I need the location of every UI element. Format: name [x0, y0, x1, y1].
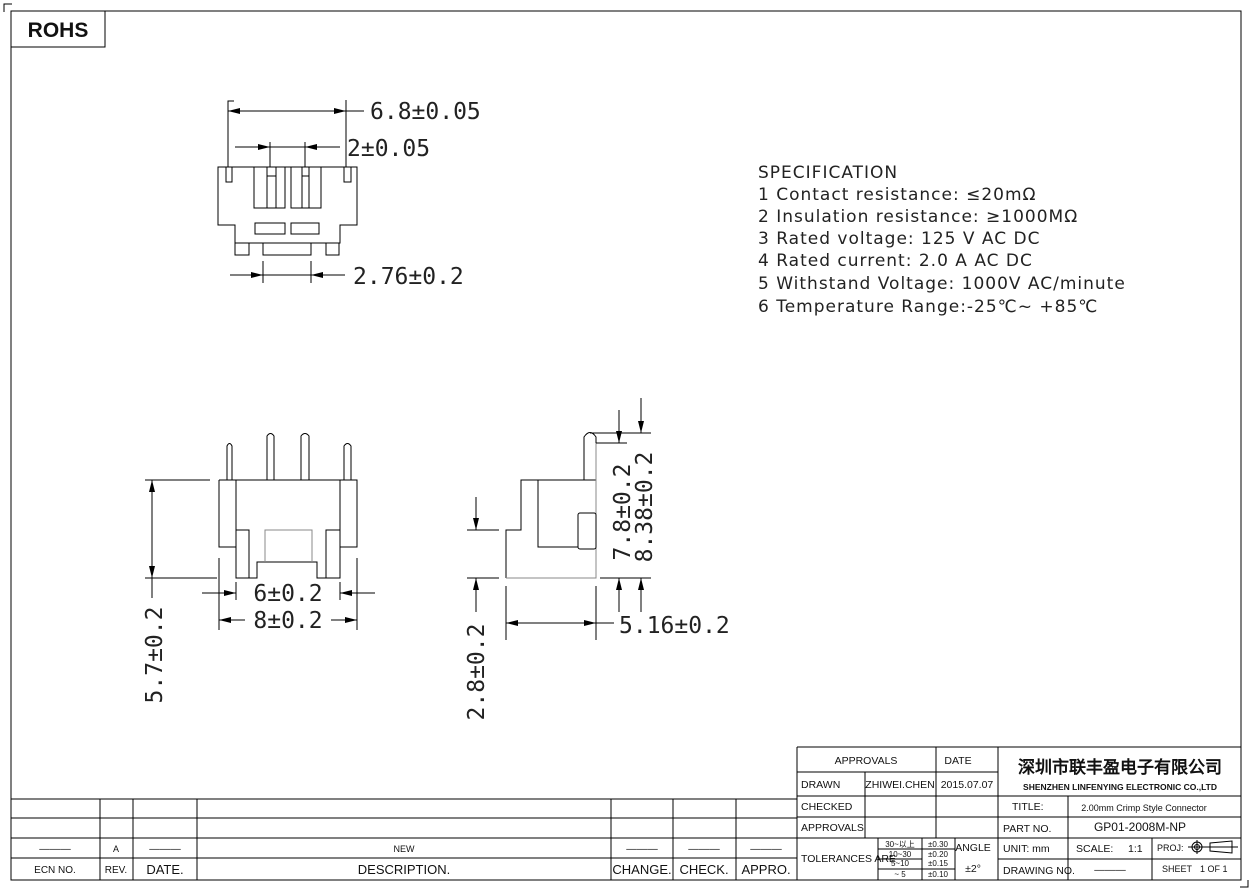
dim-side-depth: 5.16±0.2: [619, 613, 730, 639]
rev-header: CHECK.: [679, 862, 728, 877]
drawing-no-value: ———: [1094, 864, 1126, 876]
rev-header: REV.: [105, 865, 127, 876]
dim-pin-height-b: 8.38±0.2: [632, 452, 658, 563]
rohs-badge: ROHS: [10, 10, 106, 48]
rev-cell: NEW: [394, 844, 416, 854]
spec-item: 4 Rated current: 2.0 A AC DC: [758, 251, 1033, 271]
specification: SPECIFICATION 1 Contact resistance: ≤20m…: [758, 163, 1126, 317]
drawing-no-label: DRAWING NO.: [1003, 865, 1075, 877]
side-view: 2.8±0.2 5.16±0.2 7.8±0.2 8.38±0.2: [464, 398, 730, 720]
title-block: APPROVALS DATE DRAWN ZHIWEI.CHEN 2015.07…: [797, 746, 1241, 880]
rev-cell: A: [113, 844, 119, 854]
top-view: 6.8±0.05 2±0.05 2.76±0.2: [217, 99, 481, 290]
rohs-label: ROHS: [28, 19, 89, 42]
part-no-label: PART NO.: [1003, 823, 1051, 835]
rev-cell: ———: [750, 843, 782, 855]
dim-top-width: 6.8±0.05: [370, 99, 481, 125]
projection-label: PROJ:: [1157, 843, 1184, 853]
unit-label: UNIT: mm: [1003, 843, 1050, 855]
date-header: DATE: [944, 755, 971, 767]
projection-symbol-icon: [1188, 840, 1238, 854]
tolerance-value: ±0.20: [928, 850, 949, 859]
tolerance-value: ±0.10: [928, 870, 949, 879]
sheet-label: SHEET: [1162, 864, 1193, 874]
dim-side-base: 2.8±0.2: [464, 624, 490, 721]
dim-height: 5.7±0.2: [142, 607, 168, 704]
rev-cell: ———: [149, 843, 181, 855]
part-no-value: GP01-2008M-NP: [1094, 820, 1186, 834]
approvals-label: APPROVALS: [801, 822, 864, 834]
drawn-by: ZHIWEI.CHEN: [865, 779, 934, 791]
angle-label: ANGLE: [955, 842, 991, 854]
spec-item: 3 Rated voltage: 125 V AC DC: [758, 229, 1041, 249]
dim-pin-height-a: 7.8±0.2: [610, 464, 636, 561]
spec-item: 1 Contact resistance: ≤20mΩ: [758, 185, 1037, 205]
tolerance-value: ±0.15: [928, 859, 949, 868]
sheet-border: [10, 10, 1242, 881]
rev-header: APPRO.: [741, 862, 790, 877]
spec-item: 5 Withstand Voltage: 1000V AC/minute: [758, 274, 1126, 294]
rev-header: CHANGE.: [612, 862, 671, 877]
sheet-value: 1 OF 1: [1200, 864, 1228, 874]
rev-cell: ———: [39, 843, 71, 855]
company-name-cn: 深圳市联丰盈电子有限公司: [1018, 757, 1222, 777]
drawn-date: 2015.07.07: [941, 779, 994, 791]
scale-value: 1:1: [1128, 843, 1143, 855]
angle-value: ±2°: [965, 863, 981, 875]
rev-header: DATE.: [146, 862, 183, 877]
rev-cell: ———: [688, 843, 720, 855]
tolerance-range: 5~10: [891, 859, 910, 868]
title-label: TITLE:: [1012, 801, 1044, 813]
rev-header: ECN NO.: [34, 865, 76, 876]
spec-item: 6 Temperature Range:-25℃~ +85℃: [758, 297, 1098, 317]
tolerances-label: TOLERANCES ARE: [801, 853, 896, 865]
dim-foot-width: 2.76±0.2: [353, 264, 464, 290]
tolerance-range: ~ 5: [894, 870, 906, 879]
title-value: 2.00mm Crimp Style Connector: [1081, 803, 1207, 813]
spec-title: SPECIFICATION: [758, 163, 898, 183]
tolerance-range: 30~以上: [885, 840, 915, 849]
approvals-header: APPROVALS: [835, 755, 898, 767]
dim-outer-width: 8±0.2: [253, 608, 322, 634]
spec-item: 2 Insulation resistance: ≥1000MΩ: [758, 207, 1078, 227]
dim-inner-width: 6±0.2: [253, 581, 322, 607]
rev-cell: ———: [626, 843, 658, 855]
company-name-en: SHENZHEN LINFENYING ELECTRONIC CO.,LTD: [1023, 782, 1217, 792]
tolerance-range: 10~30: [889, 850, 912, 859]
drawn-label: DRAWN: [801, 779, 840, 791]
front-view: 5.7±0.2 6±0.2 8±0.2: [142, 433, 375, 704]
rev-header: DESCRIPTION.: [358, 862, 450, 877]
tolerance-value: ±0.30: [928, 840, 949, 849]
revision-table: ——— A ——— NEW ——— ——— ——— ECN NO. REV. D…: [11, 747, 798, 881]
checked-label: CHECKED: [801, 801, 853, 813]
dim-pitch: 2±0.05: [347, 136, 430, 162]
scale-label: SCALE:: [1076, 843, 1113, 855]
